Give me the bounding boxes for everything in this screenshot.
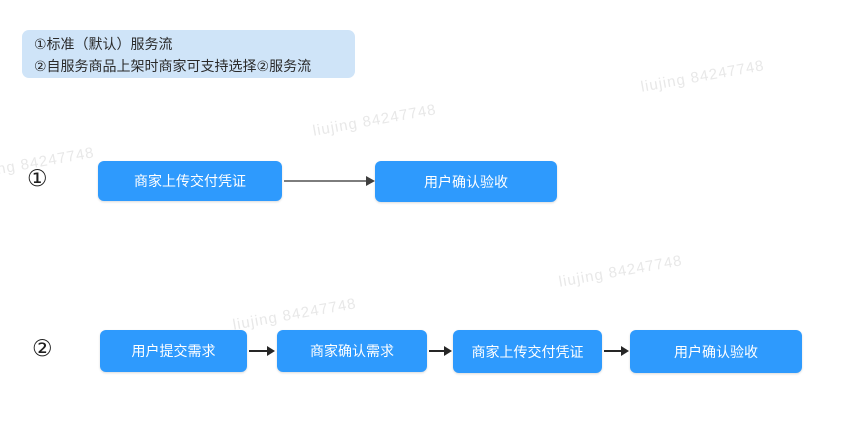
- arrow-head: [267, 346, 275, 356]
- arrow-shaft: [284, 180, 368, 182]
- flow2-node-user-confirm-acceptance: 用户确认验收: [630, 330, 802, 373]
- flow1-number-label: ①: [27, 165, 48, 191]
- arrow-head: [444, 346, 452, 356]
- watermark: liujing 84247748: [0, 144, 96, 183]
- watermark: liujing 84247748: [557, 252, 684, 291]
- legend-line-self-service-flow: ②自服务商品上架时商家可支持选择②服务流: [34, 58, 312, 74]
- flow2-number-label: ②: [32, 335, 53, 361]
- watermark: liujing 84247748: [231, 295, 358, 334]
- legend-line-standard-flow: ①标准（默认）服务流: [34, 36, 173, 52]
- arrow-shaft: [604, 350, 622, 352]
- flow2-node-merchant-confirm-request: 商家确认需求: [277, 330, 427, 372]
- arrow-head: [621, 346, 629, 356]
- flow2-node-merchant-upload-voucher: 商家上传交付凭证: [453, 330, 602, 373]
- flow1-node-merchant-upload-voucher: 商家上传交付凭证: [98, 161, 282, 201]
- flow1-node-user-confirm-acceptance: 用户确认验收: [375, 161, 557, 202]
- legend-note: ①标准（默认）服务流 ②自服务商品上架时商家可支持选择②服务流: [22, 30, 355, 78]
- arrow-head: [366, 176, 375, 186]
- arrow-shaft: [249, 350, 268, 352]
- watermark: liujing 84247748: [639, 57, 766, 96]
- flow2-node-user-submit-request: 用户提交需求: [100, 330, 247, 372]
- arrow-shaft: [429, 350, 445, 352]
- watermark: liujing 84247748: [311, 101, 438, 140]
